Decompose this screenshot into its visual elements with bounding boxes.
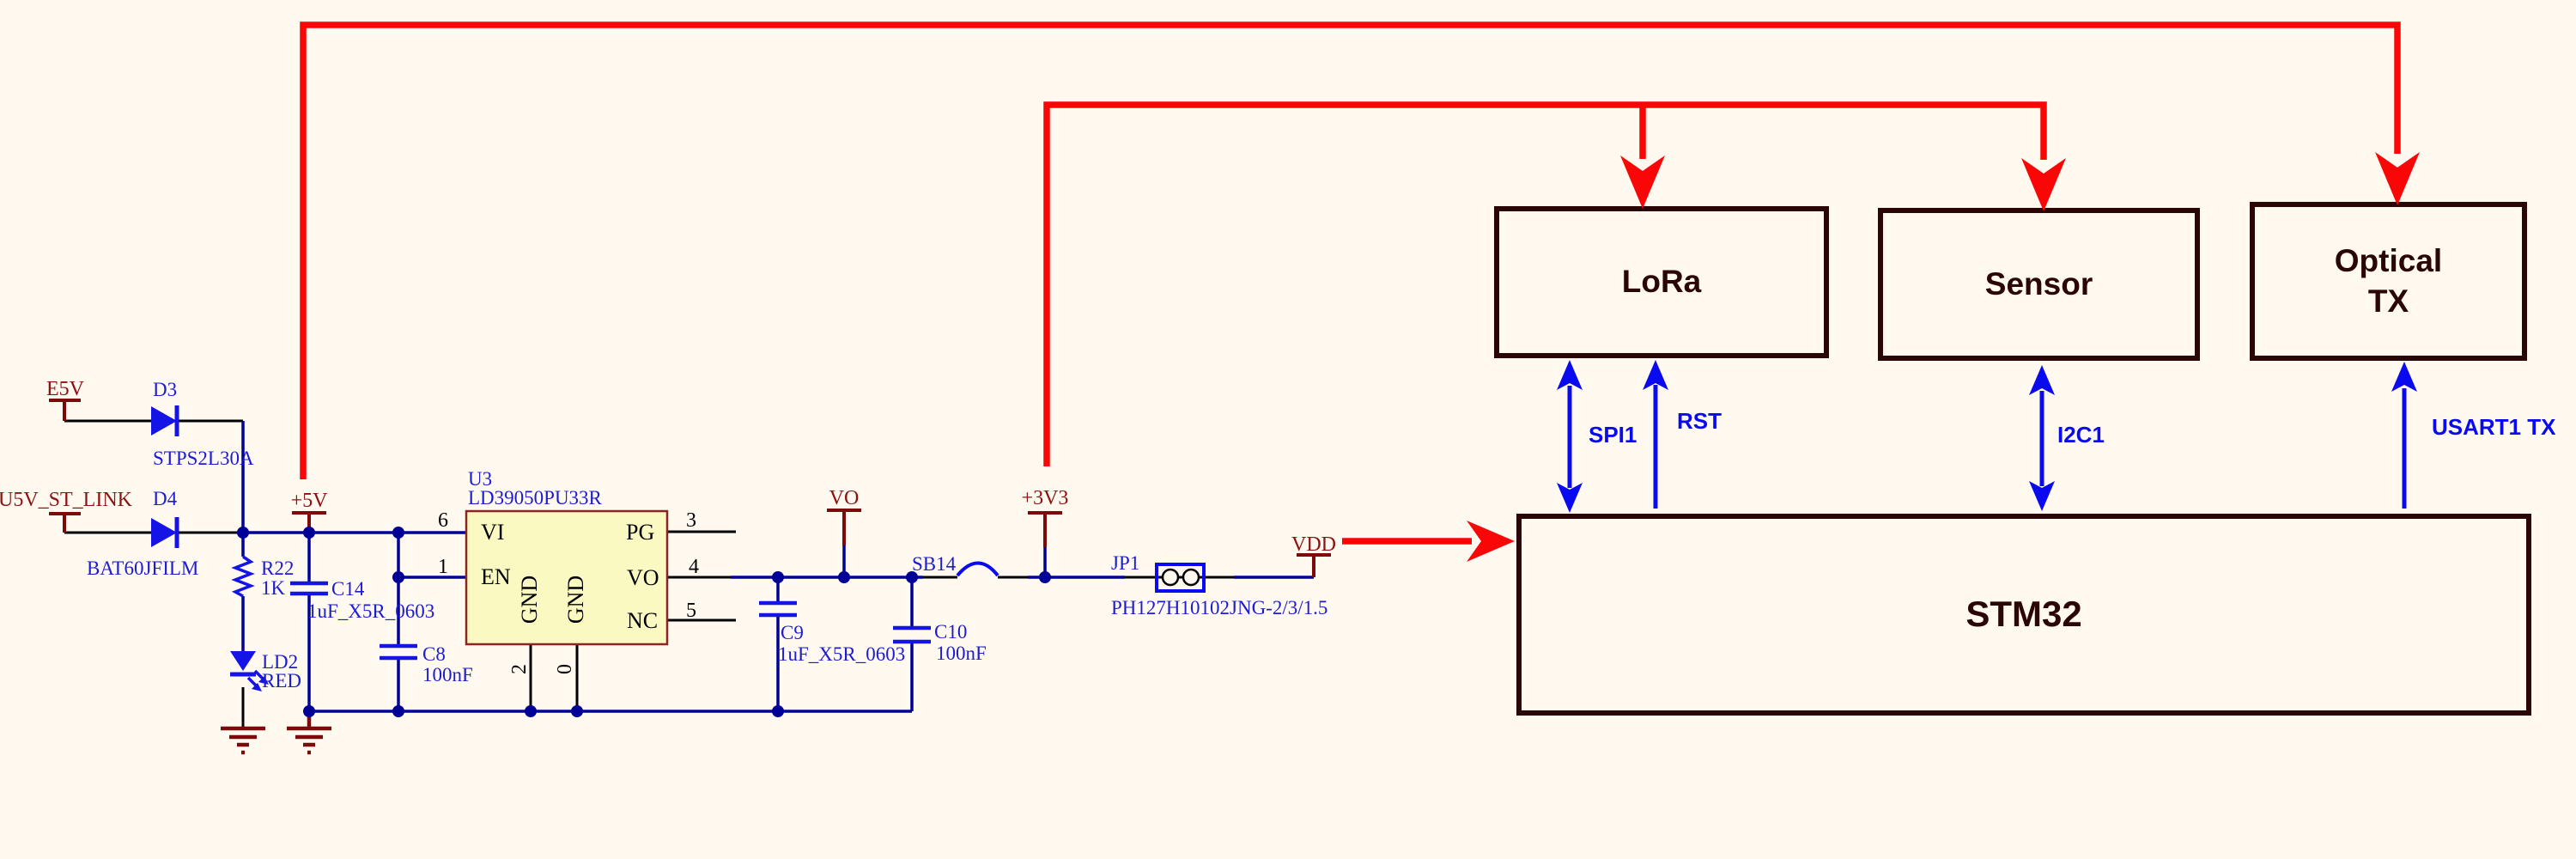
p5v-flag [292, 511, 326, 533]
u3-pin-number-5: 5 [686, 600, 696, 622]
vo-flag [827, 509, 861, 545]
rst-label: RST [1677, 408, 1722, 434]
i2c1-arrow [2029, 365, 2055, 511]
arrowhead-into-optical [2375, 152, 2420, 205]
power-flags [49, 399, 1331, 577]
ground-ld2 [221, 726, 265, 755]
d3-part: STPS2L30A [153, 448, 254, 469]
lora-block: LoRa [1494, 206, 1829, 358]
arrowhead-into-sensor [2021, 158, 2066, 211]
u3-pin-number-0: 0 [554, 664, 576, 674]
rst-arrow [1643, 360, 1668, 509]
optical-tx-label-line2: TX [2367, 283, 2409, 319]
capacitor-c14-symbol [290, 581, 328, 596]
u3-pin-vi: VI [481, 520, 505, 545]
diode-d3-symbol [151, 405, 179, 436]
c10-value: 100nF [936, 643, 987, 664]
u3-pin-pg: PG [626, 520, 655, 545]
ground-rail [287, 711, 331, 755]
spi1-arrow [1557, 360, 1583, 513]
d3-ref: D3 [153, 379, 178, 400]
ld2-ref: LD2 [262, 651, 299, 673]
usart1-tx-label: USART1 TX [2432, 414, 2556, 440]
c14-ref: C14 [331, 578, 365, 600]
u3-pin-number-2: 2 [508, 664, 531, 674]
optical-tx-block: Optical TX [2250, 202, 2527, 361]
u3-ref: U3 [468, 468, 493, 490]
u3-pin-number-1: 1 [438, 556, 448, 578]
sensor-block: Sensor [1878, 208, 2200, 361]
stm32-label: STM32 [1965, 594, 2082, 635]
jp1-ref: JP1 [1111, 552, 1140, 574]
u3-pin-number-3: 3 [686, 509, 696, 532]
c10-ref: C10 [934, 621, 968, 643]
vdd-flag [1297, 553, 1331, 577]
sb14-symbol [956, 561, 999, 577]
diode-d4-symbol [151, 517, 179, 548]
c9-value: 1uF_X5R_0603 [778, 643, 906, 665]
port-label-vo: VO [829, 487, 860, 509]
c8-ref: C8 [422, 643, 446, 665]
c9-ref: C9 [781, 622, 804, 643]
i2c1-label: I2C1 [2057, 422, 2105, 448]
capacitor-c8-symbol [380, 643, 417, 661]
d4-ref: D4 [153, 488, 178, 509]
stm32-block: STM32 [1516, 514, 2531, 716]
u3-pin-en: EN [481, 564, 511, 589]
u3-pin-gnd-1: GND [517, 575, 542, 624]
p3v3-flag [1028, 511, 1062, 547]
sb14-ref: SB14 [912, 553, 957, 575]
e5v-flag [49, 399, 81, 421]
jp1-symbol [1155, 563, 1206, 593]
arrowhead-into-lora [1620, 155, 1665, 209]
u3-part: LD39050PU33R [468, 487, 602, 509]
c14-value: 1uF_X5R_0603 [307, 600, 435, 622]
ld2-value: RED [262, 670, 301, 691]
lora-label: LoRa [1621, 264, 1702, 300]
sensor-label: Sensor [1984, 265, 2093, 302]
jp1-part: PH127H10102JNG-2/3/1.5 [1111, 597, 1328, 618]
u3-pin-number-4: 4 [689, 556, 699, 578]
port-label-5v: +5V [290, 490, 328, 512]
u3-pin-nc: NC [627, 608, 659, 633]
port-label-u5v-st-link: U5V_ST_LINK [0, 489, 132, 511]
port-label-vdd: VDD [1291, 533, 1336, 556]
r22-ref: R22 [261, 557, 295, 579]
port-label-e5v: E5V [46, 378, 84, 400]
arrowhead-into-stm32 [1467, 521, 1515, 562]
u5v-flag [49, 512, 81, 533]
optical-tx-label-line1: Optical [2334, 243, 2443, 279]
u3-pin-vo: VO [627, 565, 659, 590]
navy-wires [241, 421, 1314, 713]
u3-pin-gnd-2: GND [563, 575, 588, 624]
resistor-r22-symbol [231, 555, 255, 598]
spi1-label: SPI1 [1589, 422, 1637, 448]
ground-symbols [221, 711, 331, 755]
capacitor-c9-symbol [759, 600, 797, 618]
u3-pin-number-6: 6 [438, 509, 448, 532]
r22-value: 1K [261, 577, 286, 599]
d4-part: BAT60JFILM [87, 557, 199, 579]
c8-value: 100nF [422, 664, 473, 685]
optical-tx-label: Optical TX [2335, 241, 2442, 321]
capacitor-c10-symbol [893, 625, 931, 644]
usart1-tx-arrow [2391, 362, 2417, 509]
bus-arrows [1557, 360, 2417, 513]
port-label-3v3: +3V3 [1021, 487, 1069, 509]
